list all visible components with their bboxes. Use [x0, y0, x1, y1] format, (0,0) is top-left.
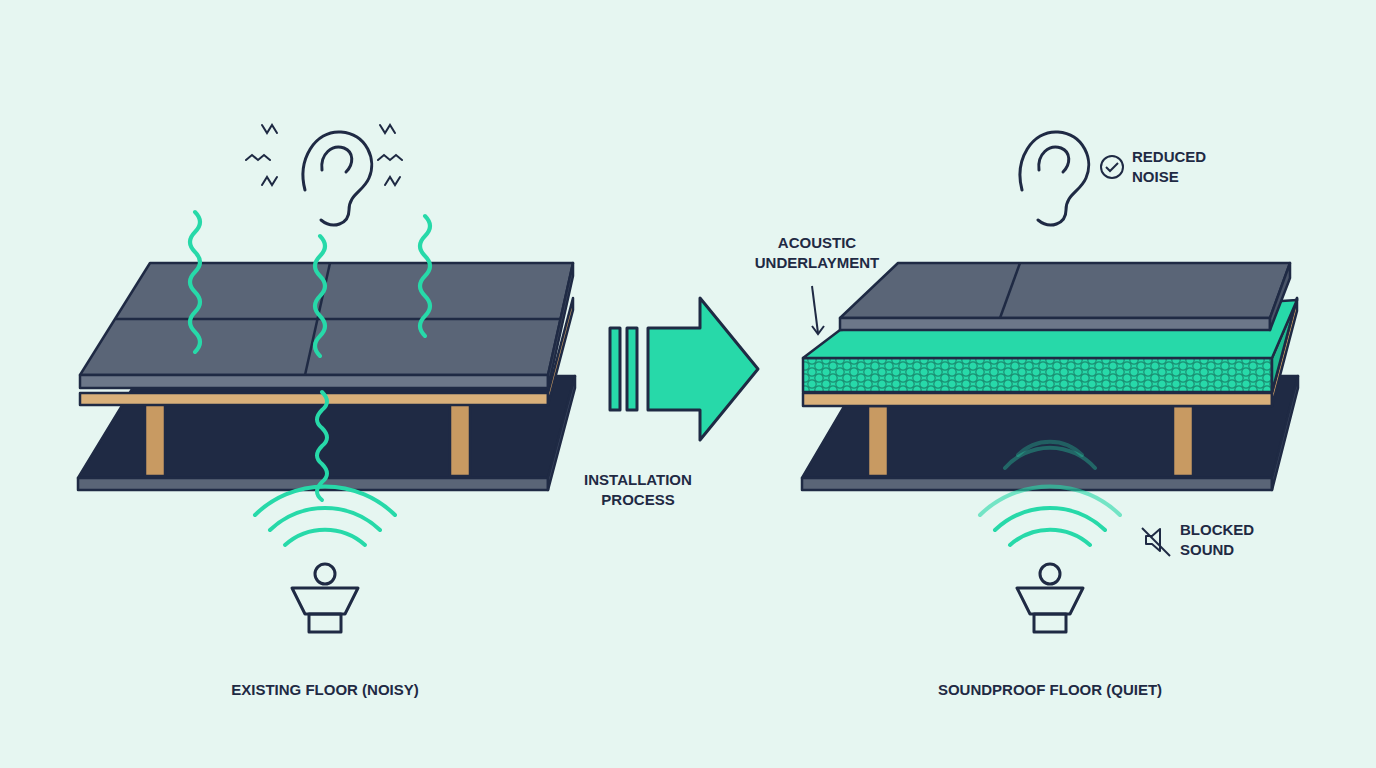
- check-icon: [1101, 156, 1123, 178]
- ear-icon: [246, 125, 402, 225]
- callout-label: ACOUSTIC UNDERLAYMENT: [752, 233, 882, 272]
- callout-label: BLOCKED SOUND: [1180, 520, 1275, 559]
- noise-waves: [190, 212, 430, 545]
- speaker-icon: [292, 564, 358, 632]
- panel-caption: EXISTING FLOOR (NOISY): [175, 680, 475, 700]
- leader-arrow: [812, 286, 824, 334]
- callout-label: INSTALLATION PROCESS: [563, 470, 713, 509]
- callout-label: REDUCED NOISE: [1132, 147, 1227, 186]
- speaker-icon: [1017, 564, 1083, 632]
- panel-caption: SOUNDPROOF FLOOR (QUIET): [880, 680, 1220, 700]
- ear-icon: [1020, 132, 1089, 225]
- existing-floor: [78, 263, 575, 490]
- blocked-waves: [980, 442, 1120, 545]
- process-arrow: [610, 298, 758, 440]
- soundproof-floor: [802, 263, 1298, 490]
- mute-icon: [1142, 528, 1170, 556]
